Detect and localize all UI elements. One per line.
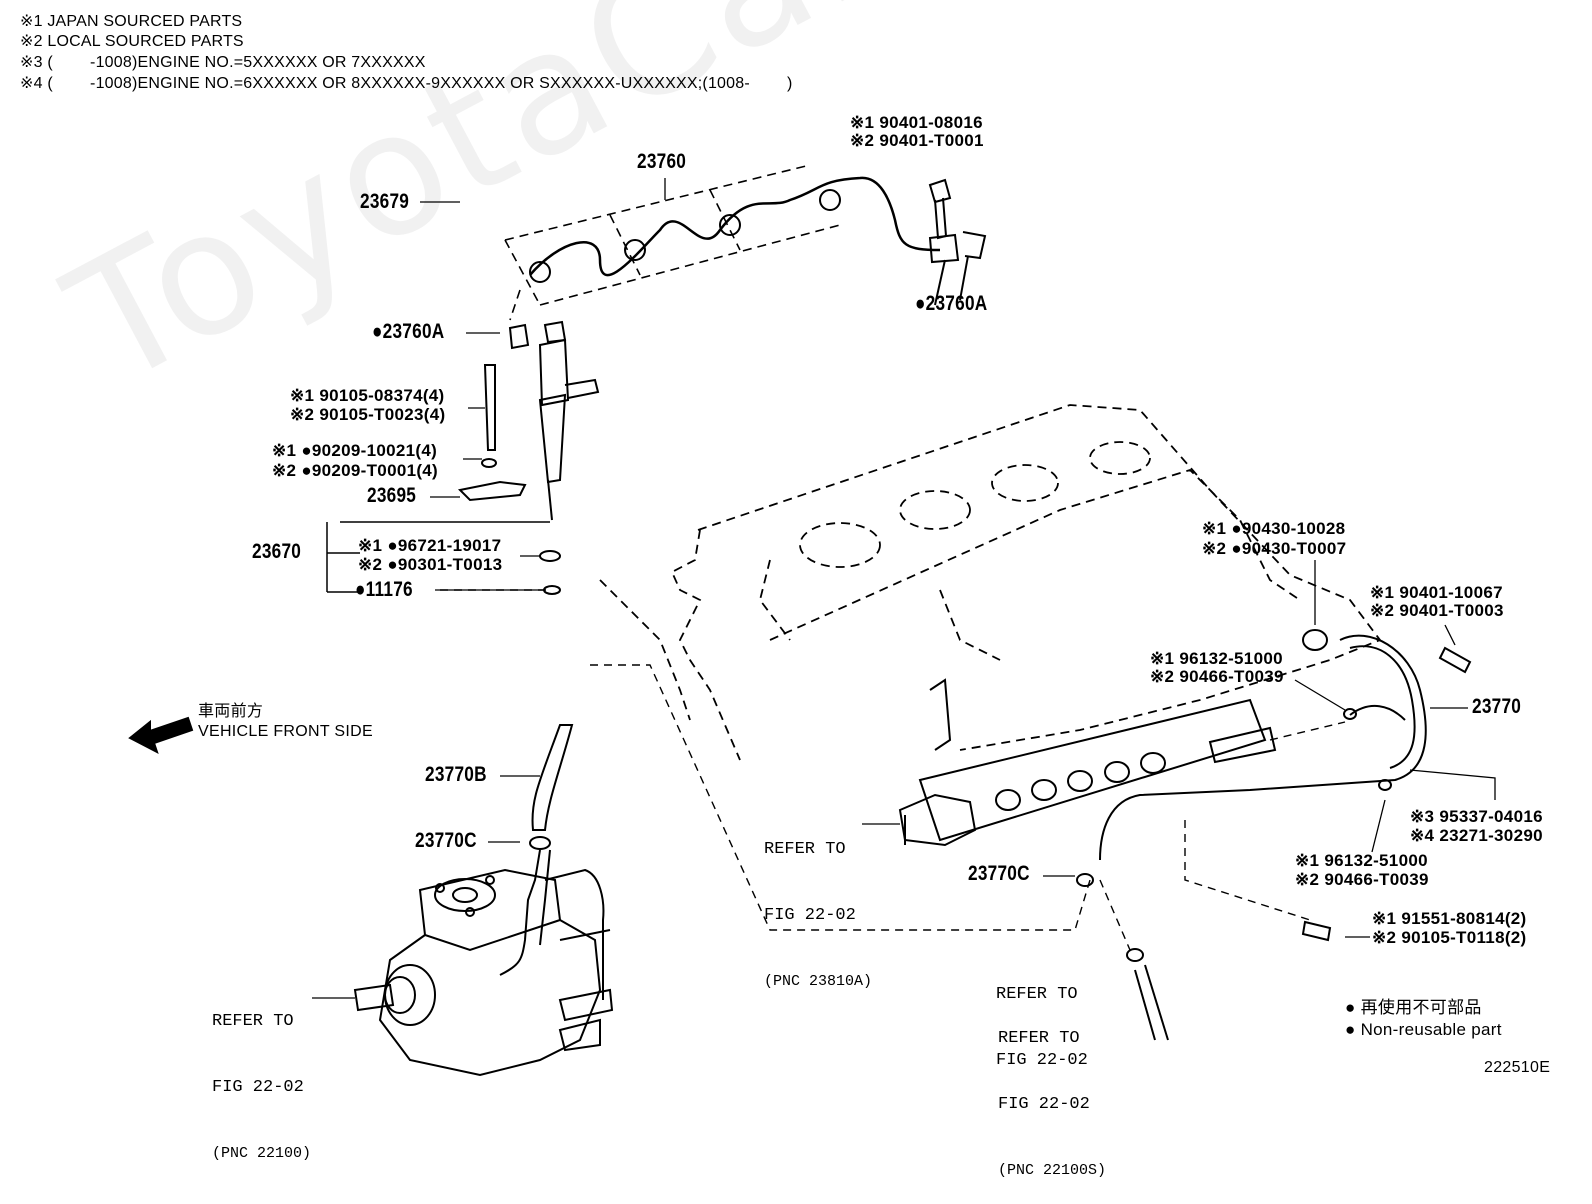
note-2: ※2 LOCAL SOURCED PARTS bbox=[20, 33, 244, 50]
label-gasket-2[interactable]: ※2 ●90430-T0007 bbox=[1202, 539, 1347, 558]
front-jp: 車両前方 bbox=[198, 703, 264, 720]
legend-jp: ● 再使用不可部品 bbox=[1345, 998, 1482, 1017]
label-23760a-right[interactable]: ●23760A bbox=[915, 292, 988, 315]
long-bolt-drawing bbox=[483, 364, 496, 451]
label-bolt-r-2[interactable]: ※2 90401-T0003 bbox=[1370, 601, 1504, 620]
front-arrow-icon bbox=[128, 716, 194, 755]
legend-en: ● Non-reusable part bbox=[1345, 1020, 1502, 1039]
label-23760a-left[interactable]: ●23760A bbox=[372, 320, 445, 343]
ref-pump-line1: REFER TO bbox=[212, 1012, 294, 1031]
label-bolt-r-1[interactable]: ※1 90401-10067 bbox=[1370, 583, 1503, 602]
ref-rail-line1: REFER TO bbox=[764, 840, 846, 859]
ref-pump-line3: (PNC 22100) bbox=[212, 1145, 312, 1162]
ref-hose-b-line1: REFER TO bbox=[998, 1029, 1080, 1048]
injection-pipe-drawing bbox=[529, 176, 941, 277]
label-23770b[interactable]: 23770B bbox=[425, 763, 487, 786]
note-4: ※4 ( -1008)ENGINE NO.=6XXXXXX OR 8XXXXXX… bbox=[20, 75, 793, 92]
label-gasket-1[interactable]: ※1 ●90430-10028 bbox=[1202, 519, 1346, 538]
label-bolt-b-1[interactable]: ※1 91551-80814(2) bbox=[1372, 909, 1527, 928]
label-clip2-2[interactable]: ※2 90466-T0039 bbox=[1295, 870, 1429, 889]
parts-diagram bbox=[128, 164, 1496, 1077]
label-oring-1[interactable]: ※1 ●96721-19017 bbox=[358, 536, 502, 555]
label-oring-2[interactable]: ※2 ●90301-T0013 bbox=[358, 555, 503, 574]
figure-id: 222510E bbox=[1484, 1059, 1551, 1076]
clamp-drawing bbox=[928, 233, 960, 264]
front-en: VEHICLE FRONT SIDE bbox=[198, 723, 373, 740]
label-23770c-right[interactable]: 23770C bbox=[968, 862, 1030, 885]
ref-rail-line2: FIG 22-02 bbox=[764, 906, 856, 925]
hose-23770b-drawing bbox=[531, 724, 574, 831]
supply-pump-drawing bbox=[353, 868, 614, 1077]
return-hose-drawing bbox=[1099, 634, 1427, 861]
label-23679[interactable]: 23679 bbox=[360, 190, 410, 213]
engine-head-outline bbox=[599, 404, 1382, 761]
leader-lines bbox=[312, 178, 1496, 999]
ref-rail-line3: (PNC 23810A) bbox=[764, 973, 873, 990]
label-washer-1[interactable]: ※1 ●90209-10021(4) bbox=[272, 441, 438, 460]
ref-rail[interactable]: REFER TO FIG 22-02 (PNC 23810A) bbox=[764, 795, 872, 1015]
ref-hose-b-line2: FIG 22-02 bbox=[998, 1095, 1090, 1114]
label-23770c-left[interactable]: 23770C bbox=[415, 829, 477, 852]
label-11176[interactable]: ●11176 bbox=[355, 578, 413, 601]
label-hose-3[interactable]: ※3 95337-04016 bbox=[1410, 807, 1543, 826]
label-23670[interactable]: 23670 bbox=[252, 540, 302, 563]
label-hose-4[interactable]: ※4 23271-30290 bbox=[1410, 826, 1543, 845]
ref-hose-a-line2: FIG 22-02 bbox=[996, 1051, 1088, 1070]
ref-hose-a-line1: REFER TO bbox=[996, 985, 1078, 1004]
ref-pump-line2: FIG 22-02 bbox=[212, 1078, 304, 1097]
common-rail-drawing bbox=[898, 678, 1277, 847]
ref-hose-b[interactable]: REFER TO FIG 22-02 (PNC 22100S) bbox=[998, 984, 1106, 1204]
note-1: ※1 JAPAN SOURCED PARTS bbox=[20, 13, 243, 30]
label-23770[interactable]: 23770 bbox=[1472, 695, 1522, 718]
label-bolt-inj-2[interactable]: ※2 90105-T0023(4) bbox=[290, 405, 446, 424]
label-bolt-b-2[interactable]: ※2 90105-T0118(2) bbox=[1372, 928, 1527, 947]
ref-hose-a[interactable]: REFER TO FIG 22-02 bbox=[996, 940, 1088, 1094]
label-clip-2[interactable]: ※2 90466-T0039 bbox=[1150, 667, 1284, 686]
label-clip2-1[interactable]: ※1 96132-51000 bbox=[1295, 851, 1428, 870]
ref-pump[interactable]: REFER TO FIG 22-02 (PNC 22100) bbox=[212, 967, 311, 1187]
label-23695[interactable]: 23695 bbox=[367, 484, 417, 507]
injector-drawing bbox=[508, 320, 600, 521]
note-3: ※3 ( -1008)ENGINE NO.=5XXXXXX OR 7XXXXXX bbox=[20, 54, 426, 71]
label-washer-2[interactable]: ※2 ●90209-T0001(4) bbox=[272, 461, 439, 480]
injection-pipe-box bbox=[504, 164, 841, 321]
bolt-top-drawing bbox=[928, 178, 952, 240]
label-23760[interactable]: 23760 bbox=[637, 150, 687, 173]
label-bolt-top-1[interactable]: ※1 90401-08016 bbox=[850, 113, 983, 132]
label-clip-1[interactable]: ※1 96132-51000 bbox=[1150, 649, 1283, 668]
label-bolt-top-2[interactable]: ※2 90401-T0001 bbox=[850, 131, 984, 150]
clamp-23695-drawing bbox=[457, 480, 527, 502]
label-bolt-inj-1[interactable]: ※1 90105-08374(4) bbox=[290, 386, 445, 405]
ref-hose-b-line3: (PNC 22100S) bbox=[998, 1162, 1107, 1179]
